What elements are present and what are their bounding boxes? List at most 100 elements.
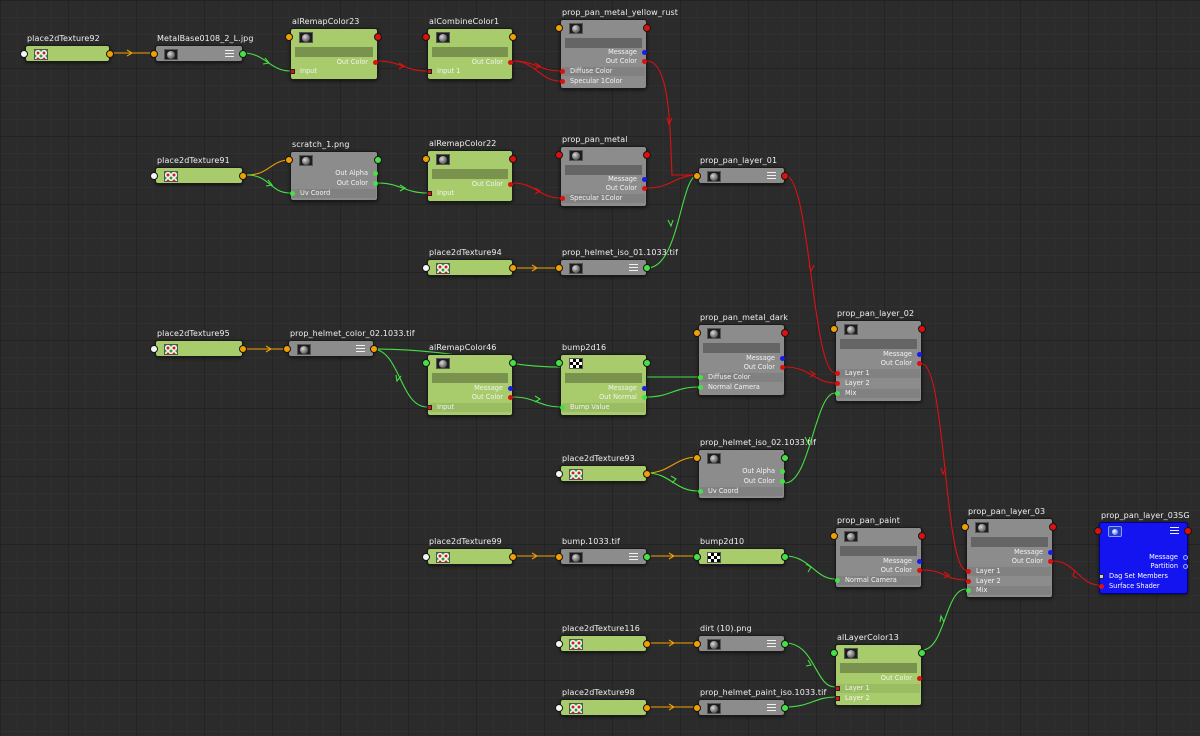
input-port[interactable] xyxy=(20,50,28,58)
node-menu-icon[interactable] xyxy=(629,264,638,272)
attr-partition[interactable]: Partition xyxy=(1101,562,1188,571)
output-port[interactable] xyxy=(918,325,926,333)
attr-out-alpha[interactable]: Out Alpha xyxy=(700,467,785,476)
attr-message[interactable]: Message xyxy=(562,175,647,184)
output-port[interactable] xyxy=(374,156,382,164)
attr-layer2[interactable]: Layer 2 xyxy=(835,694,920,703)
input-port[interactable] xyxy=(693,704,701,712)
output-port[interactable] xyxy=(509,264,517,272)
attr-bump-value[interactable]: Bump Value xyxy=(560,403,645,412)
attr-diffuse-color[interactable]: Diffuse Color xyxy=(698,373,783,382)
input-port[interactable] xyxy=(555,640,563,648)
input-port[interactable] xyxy=(150,345,158,353)
output-port[interactable] xyxy=(106,50,114,58)
node-prop_helmet_paint_iso[interactable]: prop_helmet_paint_iso.1033.tif xyxy=(693,688,826,716)
output-port[interactable] xyxy=(643,359,651,367)
node-menu-icon[interactable] xyxy=(767,704,776,712)
attr-input[interactable]: Input xyxy=(290,67,376,76)
attr-out-color[interactable]: Out Color xyxy=(292,179,378,188)
input-port[interactable] xyxy=(555,359,563,367)
input-port[interactable] xyxy=(961,523,969,531)
node-MetalBase0108[interactable]: MetalBase0108_2_L.jpg xyxy=(150,34,253,62)
attr-message[interactable]: Message xyxy=(837,557,922,566)
input-port[interactable] xyxy=(285,156,293,164)
node-place2dTexture94[interactable]: place2dTexture94 xyxy=(422,248,517,276)
input-port[interactable] xyxy=(422,553,430,561)
attr-out-color[interactable]: Out Color xyxy=(429,58,513,67)
attr-surface-shader[interactable]: Surface Shader xyxy=(1099,582,1186,591)
output-port[interactable] xyxy=(509,359,517,367)
node-prop_helmet_iso_01[interactable]: prop_helmet_iso_01.1033.tif xyxy=(555,248,678,276)
node-place2dTexture116[interactable]: place2dTexture116 xyxy=(555,624,651,652)
output-port[interactable] xyxy=(781,172,789,180)
output-port[interactable] xyxy=(1049,523,1057,531)
input-port[interactable] xyxy=(422,359,430,367)
input-port[interactable] xyxy=(555,24,563,32)
attr-layer1[interactable]: Layer 1 xyxy=(835,684,920,693)
attr-message[interactable]: Message xyxy=(968,548,1053,557)
node-prop_pan_layer_01[interactable]: prop_pan_layer_01 xyxy=(693,156,789,184)
attr-mix[interactable]: Mix xyxy=(966,586,1051,595)
node-prop_pan_metal[interactable]: prop_pan_metal Message Out Color Specula… xyxy=(555,135,651,207)
node-prop_pan_metal_dark[interactable]: prop_pan_metal_dark Message Out Color Di… xyxy=(693,313,789,396)
node-prop_pan_layer_03SG[interactable]: prop_pan_layer_03SG Message Partition Da… xyxy=(1094,511,1192,594)
node-prop_pan_paint[interactable]: prop_pan_paint Message Out Color Normal … xyxy=(830,516,926,588)
input-port[interactable] xyxy=(422,264,430,272)
attr-message[interactable]: Message xyxy=(1101,553,1188,562)
attr-out-color[interactable]: Out Color xyxy=(837,674,922,683)
attr-out-color[interactable]: Out Color xyxy=(562,184,647,193)
attr-layer1[interactable]: Layer 1 xyxy=(835,369,920,378)
input-port[interactable] xyxy=(693,172,701,180)
node-place2dTexture91[interactable]: place2dTexture91 xyxy=(150,156,247,184)
output-port[interactable] xyxy=(509,553,517,561)
attr-layer2[interactable]: Layer 2 xyxy=(966,577,1051,586)
output-port[interactable] xyxy=(781,454,789,462)
attr-out-normal[interactable]: Out Normal xyxy=(562,393,647,402)
input-port[interactable] xyxy=(150,50,158,58)
attr-layer1[interactable]: Layer 1 xyxy=(966,567,1051,576)
attr-dag-set-members[interactable]: Dag Set Members xyxy=(1099,572,1186,581)
attr-out-color[interactable]: Out Color xyxy=(700,363,785,372)
output-port[interactable] xyxy=(239,50,247,58)
node-prop_pan_layer_03[interactable]: prop_pan_layer_03 Message Out Color Laye… xyxy=(961,507,1057,598)
output-port[interactable] xyxy=(643,704,651,712)
attr-message[interactable]: Message xyxy=(562,48,647,57)
output-port[interactable] xyxy=(239,345,247,353)
attr-out-color[interactable]: Out Color xyxy=(292,58,378,67)
attr-input[interactable]: Input xyxy=(427,403,511,412)
output-port[interactable] xyxy=(781,329,789,337)
attr-out-alpha[interactable]: Out Alpha xyxy=(292,169,378,178)
input-port[interactable] xyxy=(285,33,293,41)
node-menu-icon[interactable] xyxy=(767,172,776,180)
output-port[interactable] xyxy=(643,553,651,561)
input-port[interactable] xyxy=(693,553,701,561)
node-place2dTexture95[interactable]: place2dTexture95 xyxy=(150,329,247,357)
input-port[interactable] xyxy=(283,345,291,353)
output-port[interactable] xyxy=(1184,527,1192,535)
input-port[interactable] xyxy=(830,649,838,657)
node-place2dTexture92[interactable]: place2dTexture92 xyxy=(20,34,114,62)
attr-mix[interactable]: Mix xyxy=(835,389,920,398)
attr-out-color[interactable]: Out Color xyxy=(837,566,922,575)
output-port[interactable] xyxy=(918,532,926,540)
output-port[interactable] xyxy=(370,345,378,353)
node-alCombineColor1[interactable]: alCombineColor1 Out Color Input 1 xyxy=(422,17,517,80)
input-port[interactable] xyxy=(555,264,563,272)
input-port[interactable] xyxy=(830,325,838,333)
attr-out-color[interactable]: Out Color xyxy=(700,477,785,486)
attr-specular-color[interactable]: Specular 1Color xyxy=(560,77,645,86)
node-menu-icon[interactable] xyxy=(356,345,365,353)
attr-out-color[interactable]: Out Color xyxy=(429,393,513,402)
node-alLayerColor13[interactable]: alLayerColor13 Out Color Layer 1 Layer 2 xyxy=(830,633,926,706)
attr-out-color[interactable]: Out Color xyxy=(562,57,647,66)
node-prop_pan_layer_02[interactable]: prop_pan_layer_02 Message Out Color Laye… xyxy=(830,309,926,402)
node-scratch_1[interactable]: scratch_1.png Out Alpha Out Color Uv Coo… xyxy=(285,140,382,201)
input-port[interactable] xyxy=(693,329,701,337)
input-port[interactable] xyxy=(150,172,158,180)
input-port[interactable] xyxy=(830,532,838,540)
output-port[interactable] xyxy=(781,553,789,561)
node-place2dTexture99[interactable]: place2dTexture99 xyxy=(422,537,517,565)
attr-uv-coord[interactable]: Uv Coord xyxy=(290,189,376,198)
attr-message[interactable]: Message xyxy=(700,354,785,363)
node-dirt_10[interactable]: dirt (10).png xyxy=(693,624,789,652)
